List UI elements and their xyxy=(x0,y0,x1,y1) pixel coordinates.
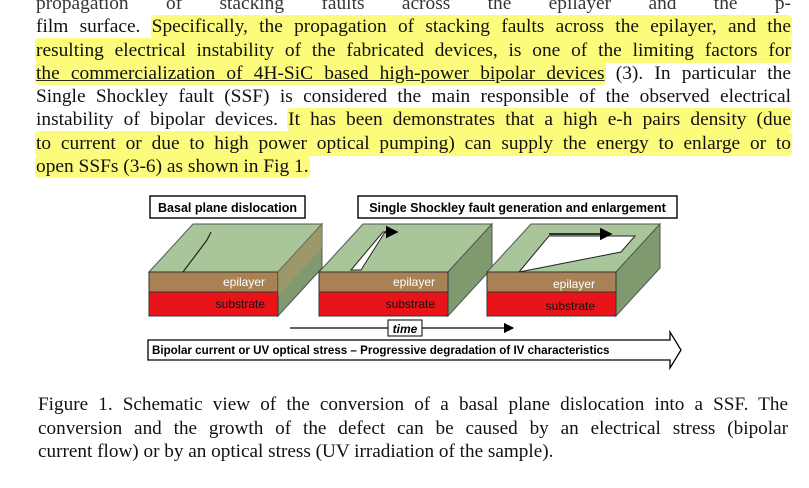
paragraph-text: film surface. xyxy=(36,16,141,38)
paragraph-line: Single Shockley fault (SSF) is considere… xyxy=(36,85,791,108)
highlighted-line: to current or due to high power optical … xyxy=(36,131,791,156)
svg-text:epilayer: epilayer xyxy=(393,275,435,289)
wafer-block-3: epilayer substrate xyxy=(485,222,662,318)
highlighted-text: open SSFs (3-6) as shown in Fig 1. xyxy=(36,156,309,178)
caption-line: Figure 1. Schematic view of the conversi… xyxy=(38,394,788,415)
figure-schematic: Basal plane dislocation Single Shockley … xyxy=(135,190,695,370)
highlighted-text: to current or due to high power optical … xyxy=(36,132,791,154)
wafer-block-2: epilayer substrate xyxy=(317,222,494,318)
paragraph-line: propagation of stacking faults across th… xyxy=(36,0,791,15)
wafer-block-1: epilayer substrate xyxy=(147,222,324,318)
svg-text:substrate: substrate xyxy=(386,297,436,311)
highlighted-text: It has been demonstrates that a high e-h… xyxy=(288,109,791,131)
caption-line: conversion and the growth of the defect … xyxy=(38,417,788,439)
highlighted-text: resulting electrical instability of the … xyxy=(36,39,791,61)
svg-text:Single Shockley fault generati: Single Shockley fault generation and enl… xyxy=(369,201,666,215)
highlighted-text: the commercialization of 4H-SiC based hi… xyxy=(36,62,605,84)
time-arrow: time xyxy=(290,319,515,337)
svg-text:substrate: substrate xyxy=(216,297,266,311)
paragraph-line: instability of bipolar devices. It has b… xyxy=(36,108,791,131)
paragraph-text: Single Shockley fault (SSF) is considere… xyxy=(36,86,791,108)
svg-text:Basal plane dislocation: Basal plane dislocation xyxy=(158,201,297,215)
svg-text:substrate: substrate xyxy=(546,299,596,313)
paragraph-text: (3). In particular the xyxy=(615,62,791,84)
body-paragraph: propagation of stacking faults across th… xyxy=(36,0,791,178)
paragraph-line: the commercialization of 4H-SiC based hi… xyxy=(36,62,791,85)
label-ssf-generation: Single Shockley fault generation and enl… xyxy=(357,195,678,219)
stress-arrow: Bipolar current or UV optical stress – P… xyxy=(147,329,682,370)
caption-line: current flow) or by an optical stress (U… xyxy=(38,441,554,463)
figure-caption: Figure 1. Schematic view of the conversi… xyxy=(38,393,788,464)
label-basal-plane-dislocation: Basal plane dislocation xyxy=(149,195,306,219)
paragraph-text: propagation of stacking faults across th… xyxy=(36,0,791,14)
svg-text:epilayer: epilayer xyxy=(223,275,265,289)
svg-text:Bipolar current or UV optical: Bipolar current or UV optical stress – P… xyxy=(152,344,609,357)
highlighted-text: Specifically, the propagation of stackin… xyxy=(151,16,791,38)
svg-text:time: time xyxy=(393,322,418,336)
paragraph-text: instability of bipolar devices. xyxy=(36,109,278,131)
paragraph-line: film surface. Specifically, the propagat… xyxy=(36,15,791,38)
highlighted-line: resulting electrical instability of the … xyxy=(36,38,791,62)
svg-text:epilayer: epilayer xyxy=(553,277,595,291)
paragraph-line: open SSFs (3-6) as shown in Fig 1. xyxy=(36,155,791,178)
